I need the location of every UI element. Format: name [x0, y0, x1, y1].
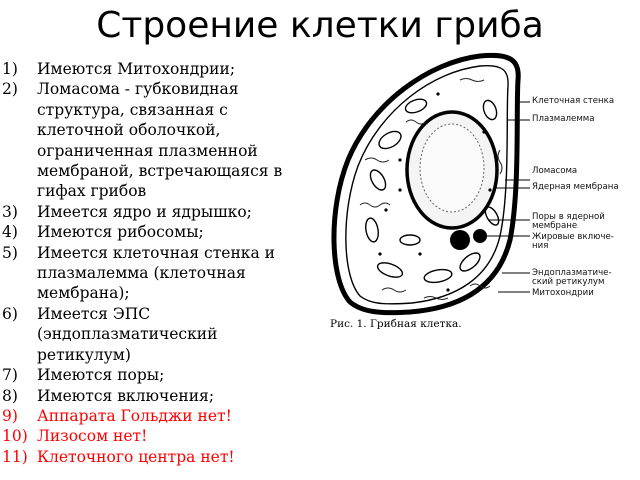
- label-lipid-line1: Жировые включе-: [532, 232, 614, 242]
- item-number: 1): [2, 60, 18, 78]
- item-number: 9): [2, 406, 18, 425]
- item-number: 3): [2, 202, 18, 221]
- lipid-inclusion: [473, 229, 487, 243]
- item-number: 6): [2, 304, 18, 323]
- list-item: 1) Имеются Митохондрии;: [0, 59, 310, 79]
- item-number: 7): [2, 366, 18, 385]
- list-item-warning: 11) Клеточного центра нет!: [0, 447, 310, 467]
- list-item: 8) Имеются включения;: [0, 386, 310, 406]
- list-item: 3) Имеется ядро и ядрышко;: [0, 202, 310, 222]
- item-text: Имеется ядро и ядрышко;: [37, 202, 252, 221]
- label-plasmalemma: Плазмалемма: [532, 114, 595, 124]
- cell-wall-outline: [331, 52, 521, 316]
- nucleolus: [419, 123, 485, 213]
- item-number: 8): [2, 386, 18, 405]
- label-pores-line1: Поры в ядерной: [532, 212, 605, 222]
- label-mitochondria: Митохондрии: [532, 288, 594, 298]
- item-text: Ломасома - губковидная структура, связан…: [37, 80, 283, 201]
- lipid-inclusion: [450, 230, 470, 250]
- item-text: Имеются Митохондрии;: [37, 60, 236, 78]
- er-squiggles: [359, 78, 503, 300]
- item-text: Лизосом нет!: [37, 427, 148, 446]
- item-text: Имеется ЭПС (эндоплазматический ретикулу…: [37, 304, 218, 364]
- item-number: 10): [2, 427, 28, 446]
- item-text: Аппарата Гольджи нет!: [37, 406, 232, 425]
- label-lomasome: Ломасома: [532, 166, 578, 176]
- list-item: 4) Имеются рибосомы;: [0, 222, 310, 242]
- item-text: Имеются рибосомы;: [37, 223, 204, 242]
- label-nuclear-membrane: Ядерная мембрана: [532, 182, 619, 192]
- list-item-warning: 9) Аппарата Гольджи нет!: [0, 406, 310, 426]
- item-number: 4): [2, 223, 18, 242]
- label-lipid-line2: ния: [532, 241, 549, 251]
- item-text: Клеточного центра нет!: [37, 447, 235, 466]
- item-number: 2): [2, 80, 18, 99]
- leader-lines: [486, 101, 530, 293]
- figure-caption: Рис. 1. Грибная клетка.: [330, 318, 462, 330]
- plasmalemma-outline: [345, 64, 509, 305]
- label-cell-wall: Клеточная стенка: [532, 96, 615, 106]
- item-text: Имеются поры;: [37, 366, 165, 385]
- list-item: 7) Имеются поры;: [0, 365, 310, 385]
- item-text: Имеется клеточная стенка и плазмалемма (…: [37, 243, 275, 303]
- mitochondria-group: [365, 98, 500, 284]
- list-item: 6) Имеется ЭПС (эндоплазматический ретику…: [0, 304, 310, 365]
- item-number: 11): [2, 447, 28, 466]
- list-item: 2) Ломасома - губковидная структура, связ…: [0, 79, 310, 201]
- item-number: 5): [2, 243, 18, 262]
- feature-list: 1) Имеются Митохондрии; 2) Ломасома - губк…: [0, 59, 310, 467]
- label-er-line1: Эндоплазматиче-: [532, 268, 612, 278]
- label-er-line2: ский ретикулум: [532, 277, 605, 287]
- fungal-cell-drawing: [331, 52, 530, 316]
- fungal-cell-figure: Клеточная стенка Плазмалемма Ломасома Яд…: [320, 40, 638, 340]
- label-pores-line2: мембране: [532, 221, 578, 231]
- item-text: Имеются включения;: [37, 386, 215, 405]
- list-item: 5) Имеется клеточная стенка и плазмалемма…: [0, 243, 310, 304]
- list-item-warning: 10) Лизосом нет!: [0, 426, 310, 446]
- page-title: Строение клетки гриба: [96, 5, 544, 46]
